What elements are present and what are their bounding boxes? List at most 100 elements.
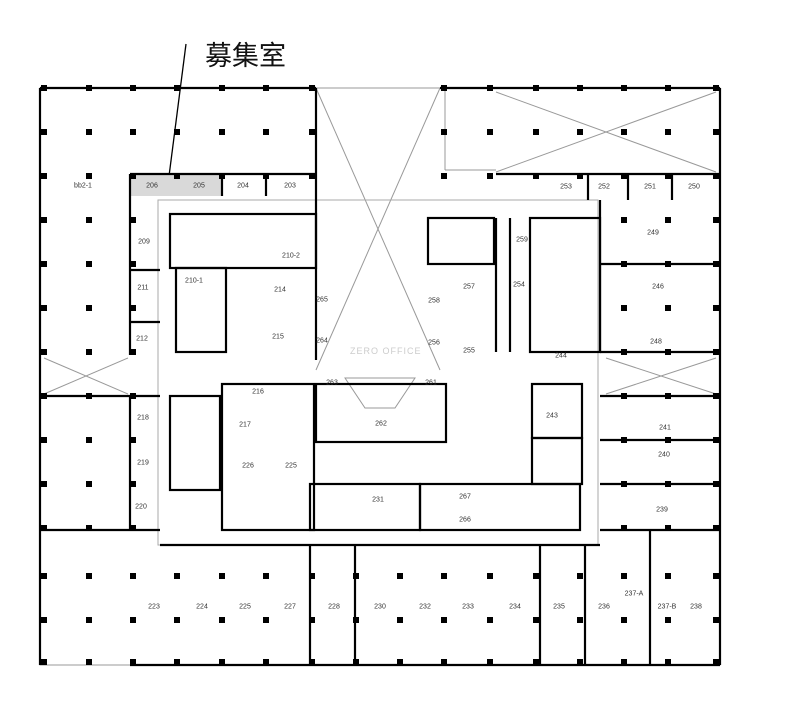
room-label: 265: [316, 296, 328, 304]
column: [41, 437, 47, 443]
room-label: 214: [274, 286, 286, 294]
column: [130, 617, 136, 623]
column: [263, 129, 269, 135]
column: [174, 573, 180, 579]
column: [665, 217, 671, 223]
column: [577, 85, 583, 91]
column: [41, 85, 47, 91]
room-label: 231: [372, 496, 384, 504]
column: [533, 659, 539, 665]
column: [219, 85, 225, 91]
room-label: 237-A: [624, 590, 644, 598]
column: [577, 173, 583, 179]
column: [41, 349, 47, 355]
column: [621, 393, 627, 399]
column: [665, 437, 671, 443]
room-label: 246: [652, 283, 664, 291]
column: [309, 129, 315, 135]
column: [665, 173, 671, 179]
column: [130, 393, 136, 399]
column: [713, 129, 719, 135]
column: [174, 85, 180, 91]
column: [86, 129, 92, 135]
column: [533, 617, 539, 623]
room-label: 264: [316, 337, 328, 345]
column: [41, 659, 47, 665]
column: [665, 85, 671, 91]
room-label: 218: [137, 414, 149, 422]
room-label: 240: [658, 451, 670, 459]
column: [130, 173, 136, 179]
room-label: 232: [419, 603, 431, 611]
column: [41, 305, 47, 311]
column: [263, 659, 269, 665]
column: [487, 85, 493, 91]
room-label: 227: [284, 603, 296, 611]
room-label: 239: [656, 506, 668, 514]
column: [353, 573, 359, 579]
column: [219, 617, 225, 623]
column: [533, 129, 539, 135]
room-label: 237-B: [657, 603, 677, 611]
column: [577, 617, 583, 623]
column: [713, 85, 719, 91]
room-label: 210-1: [185, 277, 203, 285]
column: [309, 85, 315, 91]
callout-label: 募集室: [205, 41, 286, 72]
room-label: 238: [690, 603, 702, 611]
column: [713, 617, 719, 623]
room-label: 228: [328, 603, 340, 611]
column: [130, 573, 136, 579]
column: [263, 573, 269, 579]
room-label: 262: [375, 420, 387, 428]
room-label: 211: [137, 284, 149, 292]
column: [41, 261, 47, 267]
column: [621, 173, 627, 179]
column: [621, 217, 627, 223]
column: [533, 573, 539, 579]
column: [713, 481, 719, 487]
column: [130, 261, 136, 267]
room-label: 236: [598, 603, 610, 611]
column: [86, 305, 92, 311]
column: [487, 659, 493, 665]
room-label: 212: [136, 335, 148, 343]
column: [353, 617, 359, 623]
column: [130, 481, 136, 487]
column: [86, 173, 92, 179]
column: [41, 129, 47, 135]
column: [665, 525, 671, 531]
column: [713, 393, 719, 399]
column: [665, 617, 671, 623]
column: [621, 659, 627, 665]
column: [353, 659, 359, 665]
column: [86, 573, 92, 579]
room-label: 220: [135, 503, 147, 511]
column: [713, 305, 719, 311]
column: [309, 573, 315, 579]
column: [397, 617, 403, 623]
room-label: 215: [272, 333, 284, 341]
room-label: 225: [239, 603, 251, 611]
column: [219, 129, 225, 135]
room-label: 251: [644, 183, 656, 191]
column: [621, 305, 627, 311]
column: [621, 349, 627, 355]
structural-columns: [41, 85, 719, 665]
column: [487, 617, 493, 623]
room-label: 258: [428, 297, 440, 305]
column: [309, 173, 315, 179]
column: [174, 173, 180, 179]
room-label: 234: [509, 603, 521, 611]
room-label: 210-2: [282, 252, 300, 260]
room-label: 235: [553, 603, 565, 611]
column: [86, 349, 92, 355]
column: [713, 217, 719, 223]
column: [41, 617, 47, 623]
column: [130, 349, 136, 355]
column: [665, 261, 671, 267]
column: [665, 129, 671, 135]
column: [713, 437, 719, 443]
column: [41, 173, 47, 179]
room-label: 252: [598, 183, 610, 191]
